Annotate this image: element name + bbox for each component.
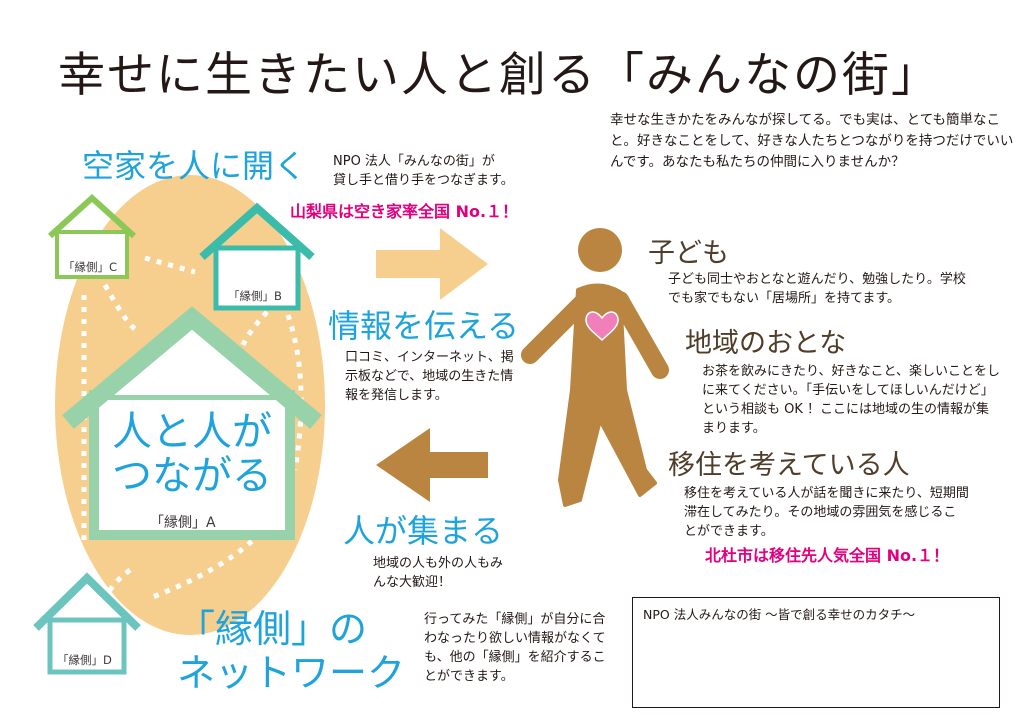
page-title: 幸せに生きたい人と創る「みんなの街」 (58, 48, 940, 103)
house-c-icon (47, 193, 137, 279)
kodomo-heading: 子ども (648, 238, 729, 269)
iju-body: 移住を考えている人が話を聞きに来たり、短期間滞在してみたり。その地域の雰囲気を感… (684, 486, 969, 539)
house-a-icon (62, 306, 322, 540)
footer-box: NPO 法人みんなの街 ～皆で創る幸せのカタチ～ (632, 597, 1000, 708)
akiya-body: NPO 法人「みんなの街」が 貸し手と借り手をつなぎます。 (333, 152, 514, 190)
footer-text: NPO 法人みんなの街 ～皆で創る幸せのカタチ～ (643, 607, 916, 622)
otona-heading: 地域のおとな (685, 328, 847, 359)
joho-heading: 情報を伝える (328, 307, 520, 345)
akiya-heading: 空家を人に開く (82, 147, 307, 185)
heart-icon (585, 311, 619, 342)
network-heading-line1: 「縁側」の (177, 607, 368, 651)
akiya-body-line2: 貸し手と借り手をつなぎます。 (333, 173, 514, 188)
network-heading: 「縁側」の ネットワーク (177, 607, 405, 695)
house-b-label: 「縁側」B (228, 289, 282, 303)
house-c-label: 「縁側」C (63, 260, 118, 274)
joho-body: 口コミ、インターネット、掲示板などで、地域の生きた情報を発信します。 (345, 350, 514, 403)
arrow-right-icon (376, 228, 488, 300)
house-d-label: 「縁側」D (57, 653, 112, 667)
house-a-label: 「縁側」A (150, 515, 216, 531)
house-b-icon (199, 202, 315, 311)
arrow-left-icon (376, 428, 488, 502)
iju-highlight: 北杜市は移住先人気全国 No.１！ (705, 546, 950, 565)
kodomo-body: 子ども同士やおとなと遊んだり、勉強したり。学校でも家でもない「居場所」を持てます… (668, 272, 966, 306)
house-a-main-line1: 人と人が (112, 409, 272, 455)
atsumaru-body: 地域の人も外の人もみんな大歓迎！ (373, 556, 504, 590)
network-body: 行ってみた「縁側」が自分に合わなったり欲しい情報がなくても、他の「縁側」を紹介す… (424, 612, 606, 684)
intro-text: 幸せな生きかたをみんなが探してる。でも実は、とても簡単なこと。好きなことをして、… (610, 112, 1014, 170)
house-a-main-line2: つながる (112, 453, 272, 499)
akiya-highlight: 山梨県は空き家率全国 No.１！ (290, 202, 519, 221)
house-d-icon (33, 572, 141, 675)
atsumaru-heading: 人が集まる (343, 512, 504, 550)
otona-body: お茶を飲みにきたり、好きなこと、楽しいことをしに来てください。「手伝いをしてほし… (702, 364, 1000, 436)
iju-heading: 移住を考えている人 (668, 450, 910, 481)
akiya-body-line1: NPO 法人「みんなの街」が (333, 154, 495, 169)
house-a-main-text: 人と人が つながる (112, 410, 272, 498)
network-heading-line2: ネットワーク (177, 651, 406, 695)
person-icon (521, 228, 669, 507)
